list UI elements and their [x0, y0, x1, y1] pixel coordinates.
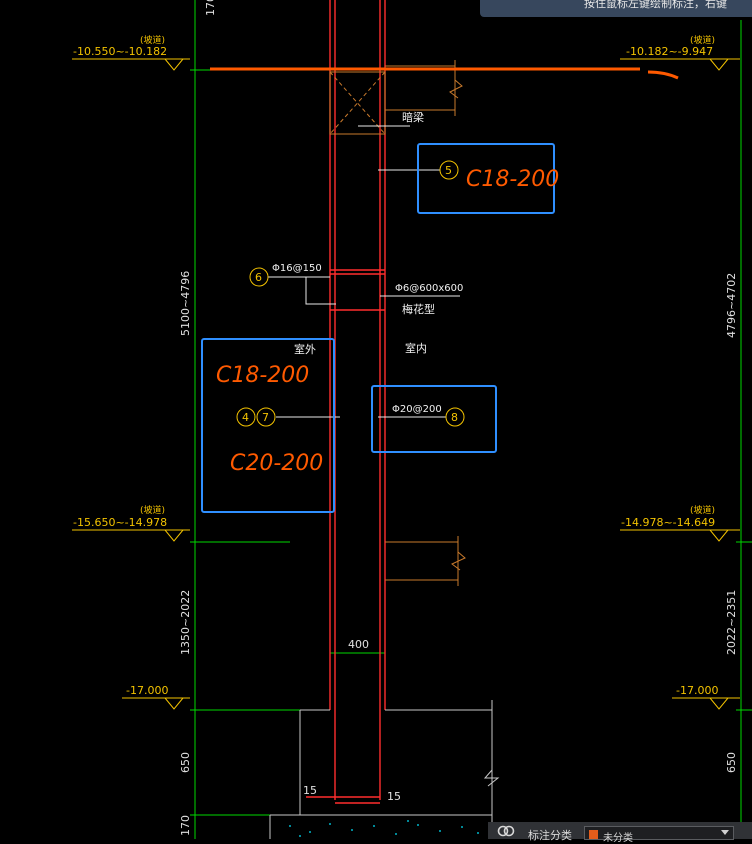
highlight-box-5 [417, 143, 555, 214]
elevation-top-right: -10.182~-9.947 [626, 45, 713, 58]
label-rebar-6: Φ16@150 [272, 263, 322, 274]
dim-wall-width: 400 [348, 638, 369, 651]
elevation-markers [72, 58, 740, 710]
handwritten-note-5: C18-200 [466, 167, 559, 192]
elevation-low-left: -17.000 [126, 684, 168, 697]
slab-lines [329, 60, 466, 586]
dim-right-middle: 2022~2351 [725, 590, 738, 655]
slope-tag-mid-left: (坡道) [140, 504, 165, 516]
dim-right-lower: 650 [725, 752, 738, 773]
marker-8: 8 [445, 407, 465, 427]
label-dark-beam: 暗梁 [402, 110, 424, 124]
category-value: 未分类 [603, 833, 633, 844]
marker-5: 5 [439, 160, 459, 180]
dim-left-middle: 1350~2022 [179, 590, 192, 655]
elevation-low-right: -17.000 [676, 684, 718, 697]
label-outside: 室外 [294, 342, 316, 356]
drawing-hint-bar: 按住鼠标左键绘制标注，右键 [480, 0, 752, 17]
svg-text:7: 7 [262, 411, 269, 424]
hint-text: 按住鼠标左键绘制标注，右键 [584, 0, 727, 10]
category-color-swatch [589, 830, 598, 839]
svg-text:4: 4 [242, 411, 249, 424]
annotation-category-label: 标注分类 [528, 829, 572, 842]
svg-text:8: 8 [451, 411, 458, 424]
chevron-down-icon[interactable] [721, 830, 729, 835]
annotation-panel: 标注分类 未分类 [488, 822, 752, 844]
label-inside: 室内 [405, 341, 427, 355]
label-tie-bar-spec: Φ6@600x600 [395, 283, 463, 294]
dim-cover-right: 15 [387, 790, 401, 803]
elevation-top-left: -10.550~-10.182 [73, 45, 167, 58]
label-tie-bar-type: 梅花型 [402, 302, 435, 316]
handwritten-note-4: C18-200 [216, 363, 309, 388]
slope-tag-mid-right: (坡道) [690, 504, 715, 516]
dim-cover-left: 15 [303, 784, 317, 797]
elevation-mid-left: -15.650~-14.978 [73, 516, 167, 529]
svg-text:5: 5 [445, 164, 452, 177]
leader-lines [268, 125, 460, 418]
dim-left-lower: 650 [179, 752, 192, 773]
annotation-category-select[interactable]: 未分类 [584, 826, 734, 844]
svg-text:6: 6 [255, 271, 262, 284]
link-icon[interactable] [496, 824, 516, 838]
elevation-mid-right: -14.978~-14.649 [621, 516, 715, 529]
highlight-box-8 [371, 385, 497, 453]
dim-top-partial: 1700 [204, 0, 217, 16]
foundation-outline [269, 700, 500, 839]
dimension-lines [190, 0, 752, 839]
dim-left-bottom: 170 [179, 815, 192, 836]
slope-tag-top-right: (坡道) [690, 34, 715, 46]
label-rebar-8: Φ20@200 [392, 404, 442, 415]
highlight-boxes [201, 143, 555, 513]
handwritten-note-7: C20-200 [230, 451, 323, 476]
marker-6: 6 [249, 267, 269, 287]
highlight-box-4-7 [201, 338, 335, 513]
slab-top-line [210, 67, 679, 80]
slope-tag-top-left: (坡道) [140, 34, 165, 46]
dim-left-upper: 5100~4796 [179, 271, 192, 336]
foundation-hatch [289, 820, 479, 837]
marker-7: 7 [256, 407, 276, 427]
marker-4: 4 [236, 407, 256, 427]
dim-right-upper: 4796~4702 [725, 273, 738, 338]
